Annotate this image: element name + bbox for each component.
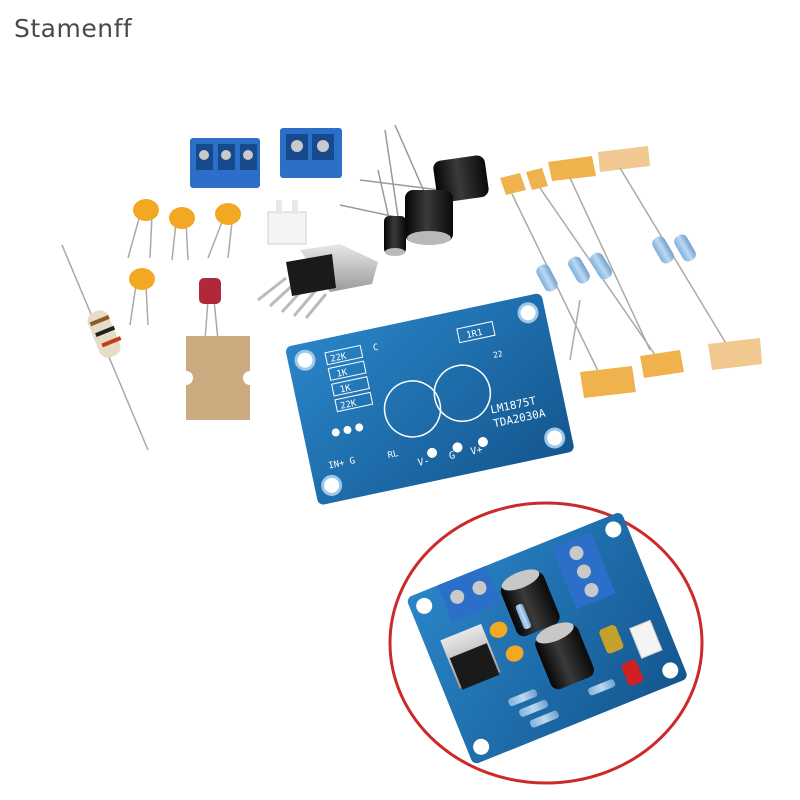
terminal-block-right: [280, 128, 342, 178]
pcb-label-c: C: [372, 343, 379, 354]
taped-resistors: [500, 146, 762, 398]
watermark-text: Stamenff: [14, 14, 133, 43]
electrolytic-capacitors: [339, 124, 489, 256]
ceramic-capacitors: [127, 199, 241, 326]
pcb-label-22: 22: [492, 349, 503, 360]
terminal-block-left: [190, 138, 260, 188]
pcb-label-22k-b: 22K: [339, 398, 358, 411]
pcb-board: 22K 1K 1K 22K C 1R1 22 LM1875T TDA2030A …: [285, 293, 574, 505]
pcb-label-rl: RL: [387, 449, 400, 461]
pcb-label-r-id: 1R1: [466, 328, 484, 341]
pcb-label-1k-b: 1K: [339, 383, 352, 395]
pcb-pin-vplus: V+: [470, 444, 484, 457]
mica-pad-and-cap: [179, 278, 257, 420]
white-connector: [267, 200, 307, 245]
pcb-pin-g: G: [448, 450, 456, 462]
pcb-label-22k-a: 22K: [329, 352, 348, 365]
amplifier-ic: [257, 244, 378, 319]
pcb-label-1k-a: 1K: [336, 368, 349, 380]
assembled-board-inset: [388, 501, 704, 785]
resistor-left: [61, 244, 149, 451]
pcb-pin-vminus: V-: [417, 456, 431, 469]
